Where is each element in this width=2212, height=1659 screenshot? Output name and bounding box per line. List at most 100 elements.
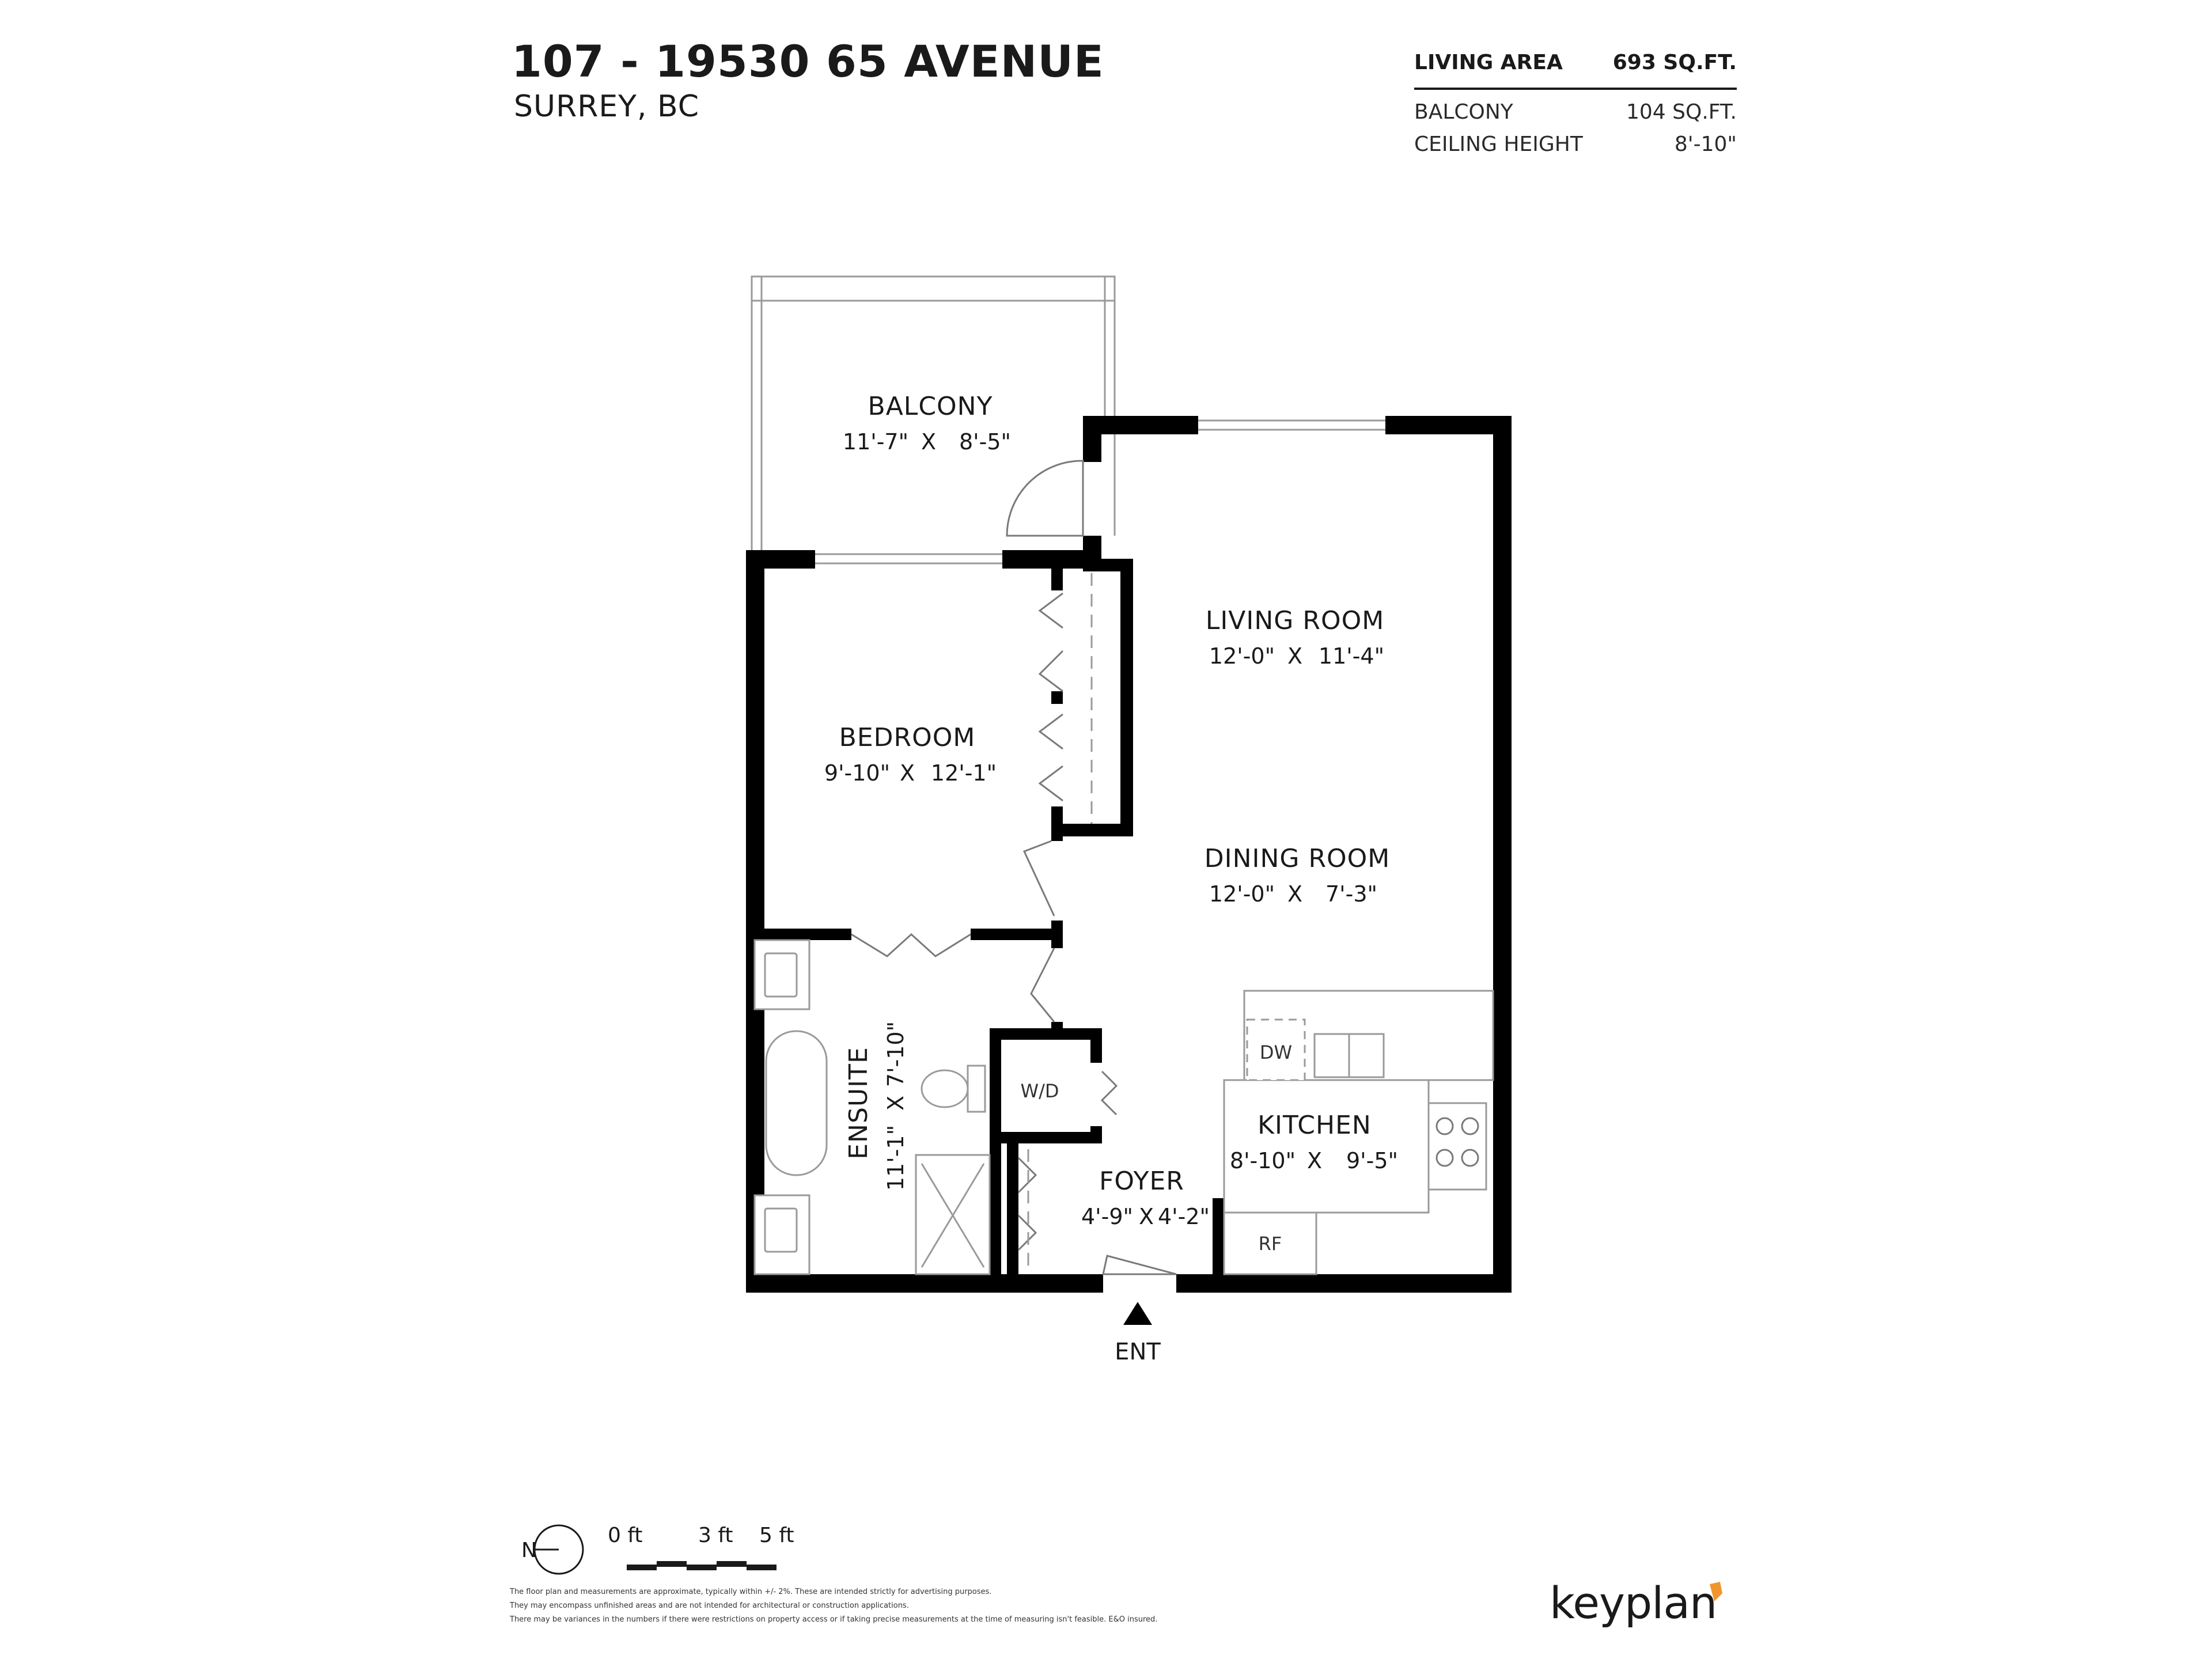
burner-1 [1435, 1117, 1454, 1135]
bedroom-x: X [900, 760, 915, 786]
door-closet-1 [1038, 592, 1063, 629]
fridge-label: RF [1259, 1233, 1282, 1255]
disclaimer-line-1: The floor plan and measurements are appr… [510, 1588, 992, 1596]
balcony-width: 11'-7" [843, 429, 908, 454]
ensuite-name: ENSUITE [844, 1047, 873, 1160]
balcony-x: X [921, 429, 936, 454]
door-foyer-closet [1017, 1157, 1037, 1194]
bedroom-name: BEDROOM [839, 723, 976, 752]
balcony-area-label: BALCONY [1414, 100, 1513, 124]
door-balcony [1006, 460, 1084, 537]
scale-bar: 0 ft 3 ft 5 ft [608, 1524, 794, 1570]
entrance-label: ENT [1115, 1339, 1161, 1365]
sink-left [1313, 1033, 1350, 1078]
living-width: 12'-0" [1209, 643, 1275, 669]
balcony-outline [751, 275, 1116, 559]
burner-4 [1461, 1149, 1479, 1167]
vanity-top [753, 939, 810, 1010]
door-foyer-closet-2 [1017, 1214, 1037, 1251]
room-labels: BALCONY 11'-7" X 8'-5" LIVING ROOM 12'-0… [824, 392, 1398, 1229]
living-area-value: 693 SQ.FT. [1612, 51, 1737, 74]
foyer-x: X [1139, 1204, 1154, 1229]
foyer-height: 4'-2" [1158, 1204, 1210, 1229]
counter-range [1427, 1102, 1487, 1191]
wall-bottom-left [746, 1274, 1103, 1293]
wall-balcony-stub [1083, 416, 1101, 462]
wall-closet-bottom [1051, 824, 1133, 836]
door-bedroom-ensuite [851, 933, 971, 957]
sink-top [764, 952, 798, 998]
scale-3ft: 3 ft [698, 1524, 733, 1547]
wall-closet-left-mid [1051, 691, 1063, 704]
living-area-row: LIVING AREA 693 SQ.FT. [1414, 51, 1737, 85]
bathtub [765, 1030, 828, 1176]
burner-2 [1461, 1117, 1479, 1135]
stats-divider [1414, 88, 1737, 90]
area-summary: LIVING AREA 693 SQ.FT. BALCONY 104 SQ.FT… [1414, 51, 1737, 165]
dining-height: 7'-3" [1325, 881, 1377, 907]
door-bedroom-living [1022, 840, 1055, 916]
wall-foyer-right [1213, 1198, 1224, 1282]
counter-island [1223, 1079, 1430, 1214]
living-height: 11'-4" [1319, 643, 1384, 669]
door-wd [1100, 1070, 1118, 1116]
burner-3 [1435, 1149, 1454, 1167]
doors [851, 460, 1177, 1275]
dishwasher-label: DW [1260, 1041, 1292, 1063]
door-entrance [1102, 1255, 1177, 1275]
wall-left [746, 550, 764, 1293]
bedroom-height: 12'-1" [931, 760, 997, 786]
balcony-name: BALCONY [868, 392, 993, 421]
door-closet-3 [1038, 713, 1063, 750]
ceiling-height-value: 8'-10" [1674, 132, 1737, 156]
door-closet-2 [1038, 650, 1064, 692]
living-area-label: LIVING AREA [1414, 51, 1563, 74]
kitchen-x: X [1307, 1148, 1322, 1173]
ensuite-width: 11'-1" [883, 1125, 908, 1191]
ensuite-height: 7'-10" [883, 1021, 908, 1087]
north-compass: N [521, 1524, 584, 1575]
disclaimer-line-2: They may encompass unfinished areas and … [510, 1601, 909, 1610]
wall-ensuite-top-left [755, 929, 851, 940]
disclaimer-line-3: There may be variances in the numbers if… [510, 1615, 1158, 1624]
property-city: SURREY, BC [514, 89, 700, 124]
wall-closet-left-bottom [1051, 806, 1063, 841]
toilet-tank [967, 1065, 986, 1113]
keyplan-logo: keyplan [1550, 1577, 1717, 1628]
balcony-height: 8'-5" [959, 429, 1011, 454]
toilet-bowl [921, 1069, 969, 1108]
wall-closet-right [1120, 559, 1133, 835]
wall-wd-top [990, 1028, 1102, 1040]
kitchen-name: KITCHEN [1257, 1111, 1372, 1140]
sink-right [1348, 1033, 1385, 1078]
fridge-box [1223, 1211, 1317, 1275]
windows [815, 419, 1385, 565]
wall-bedroom-top-right [1002, 550, 1094, 569]
scale-0ft: 0 ft [608, 1524, 643, 1547]
wall-bottom-right [1176, 1274, 1512, 1293]
dining-name: DINING ROOM [1205, 844, 1391, 873]
kitchen-height: 9'-5" [1346, 1148, 1398, 1173]
wall-living-top-right [1385, 416, 1503, 434]
disclaimer: The floor plan and measurements are appr… [510, 1585, 1374, 1627]
door-closet-4 [1038, 765, 1063, 802]
wall-living-top-left [1083, 416, 1198, 434]
wall-ensuite-top-right [971, 929, 1063, 940]
foyer-width: 4'-9" [1081, 1204, 1133, 1229]
wall-wd-right [1090, 1028, 1102, 1063]
wall-ensuite-right-stub [1051, 921, 1063, 948]
entrance-arrow-icon [1123, 1302, 1152, 1325]
sink-bottom [764, 1207, 798, 1253]
door-bedroom-living-2 [1030, 948, 1055, 1022]
wall-foyer-left [1007, 1143, 1018, 1282]
dining-x: X [1287, 881, 1302, 907]
wall-wd-bottom [990, 1132, 1102, 1143]
ensuite-fixtures [753, 939, 991, 1275]
foyer-name: FOYER [1099, 1166, 1184, 1196]
scale-5ft: 5 ft [759, 1524, 794, 1547]
kitchen-width: 8'-10" [1230, 1148, 1296, 1173]
kitchen-counters [1223, 990, 1494, 1275]
balcony-area-row: BALCONY 104 SQ.FT. [1414, 100, 1737, 132]
dishwasher-box [1246, 1018, 1306, 1081]
ceiling-height-row: CEILING HEIGHT 8'-10" [1414, 132, 1737, 165]
